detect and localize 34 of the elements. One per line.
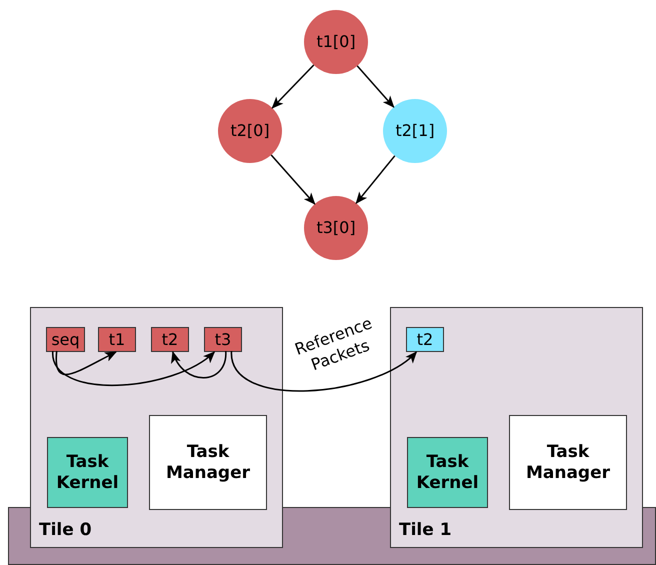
arrow [172, 350, 227, 378]
arrow [270, 154, 316, 205]
task-box [406, 327, 444, 352]
kernel-box [407, 437, 488, 508]
arrow [356, 65, 394, 108]
tile-label: Tile 0 [39, 520, 92, 541]
node-label: t2 [416, 328, 434, 350]
task-box [46, 327, 85, 352]
node-label: Task Kernel [415, 452, 480, 494]
arrow [356, 155, 396, 204]
manager-box [149, 415, 267, 510]
arrow [230, 350, 418, 392]
node-label: Task Kernel [55, 452, 120, 494]
task-box [204, 327, 242, 352]
node-label: t1 [108, 328, 126, 350]
arrow [56, 350, 117, 376]
task-box [151, 327, 189, 352]
manager-box [509, 415, 627, 510]
arrow [52, 350, 216, 386]
node-label: t3[0] [316, 217, 356, 239]
node-label: t2[1] [395, 120, 435, 142]
tile-panel [30, 307, 283, 548]
node-label: t2 [162, 328, 178, 350]
node-label: seq [51, 328, 80, 350]
node-label: Task Manager [524, 442, 612, 484]
node-label: t2[0] [230, 120, 270, 142]
task-box [98, 327, 136, 352]
node-label: Task Manager [164, 442, 252, 484]
tile-panel [390, 307, 643, 548]
arrow [272, 64, 314, 109]
kernel-box [47, 437, 128, 508]
node-label: t3 [214, 328, 232, 350]
node-label: t1[0] [316, 31, 356, 53]
tile-label: Tile 1 [399, 520, 452, 541]
